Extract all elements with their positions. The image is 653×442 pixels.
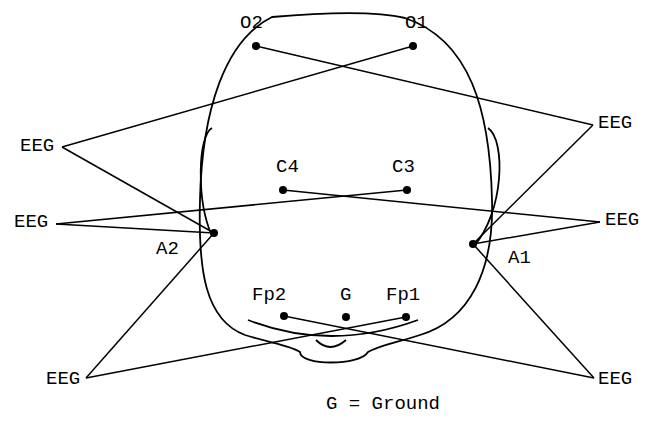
eeg-label: EEG (598, 370, 632, 389)
electrode-dot (342, 313, 350, 321)
electrode-dot (403, 186, 411, 194)
electrode-label: G (340, 286, 351, 305)
electrode-dot (210, 229, 218, 237)
lead-wire (62, 147, 214, 233)
jaw-line (248, 320, 418, 336)
electrode-label: O1 (405, 14, 428, 33)
lead-wire (56, 190, 407, 224)
electrode-label: O2 (240, 14, 263, 33)
electrode-label: A2 (156, 240, 179, 259)
chin-curve (316, 340, 346, 347)
lead-wire (86, 317, 406, 378)
electrode-label: Fp2 (252, 286, 286, 305)
lead-wire (86, 233, 214, 378)
lead-wire (256, 46, 593, 125)
electrode-dot (409, 42, 417, 50)
electrode-dot (469, 240, 477, 248)
eeg-label: EEG (598, 114, 632, 133)
lead-wire (56, 224, 214, 233)
electrode-dot (252, 42, 260, 50)
lead-wire (473, 222, 600, 244)
lead-wire (62, 46, 413, 147)
eeg-label: EEG (605, 211, 639, 230)
lead-wire (283, 190, 600, 222)
lead-wire (473, 244, 594, 378)
lead-wire (284, 316, 594, 378)
electrode-dot (402, 313, 410, 321)
electrode-dot (279, 186, 287, 194)
right-ear (474, 128, 500, 246)
eeg-label: EEG (46, 370, 80, 389)
electrode-label: C3 (392, 158, 415, 177)
electrode-label: Fp1 (386, 286, 420, 305)
electrode-dot (280, 312, 288, 320)
left-ear (201, 128, 212, 236)
eeg-label: EEG (14, 213, 48, 232)
eeg-label: EEG (20, 137, 54, 156)
legend-note: G = Ground (326, 395, 440, 414)
electrode-label: C4 (276, 158, 299, 177)
electrode-label: A1 (508, 249, 531, 268)
